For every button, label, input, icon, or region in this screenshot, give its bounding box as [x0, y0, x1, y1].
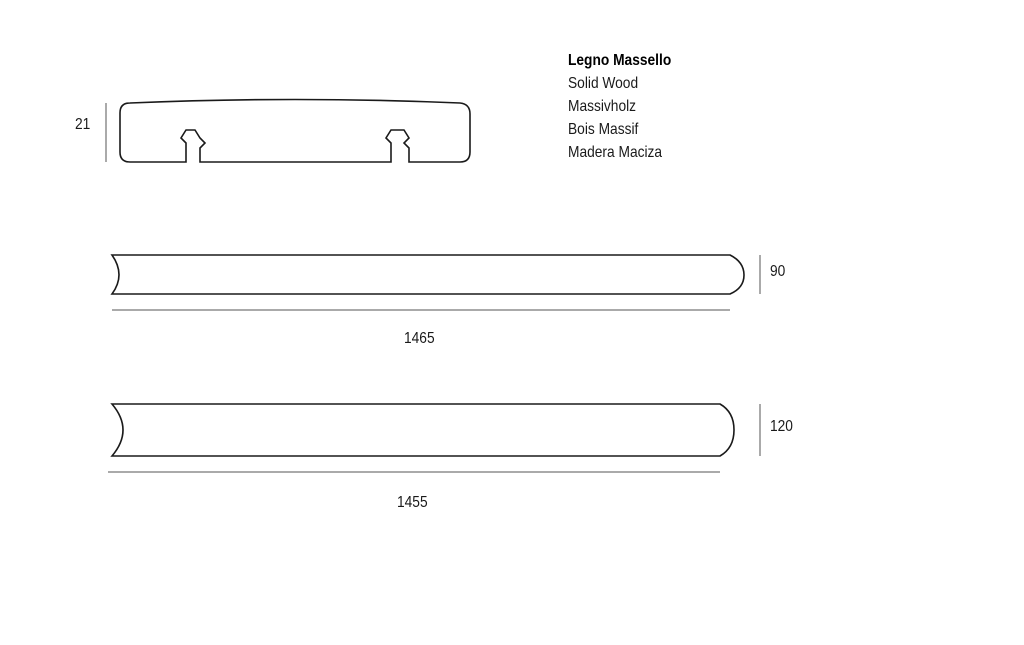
material-translation-es: Madera Maciza [568, 144, 663, 161]
dim-label-thickness: 21 [75, 116, 91, 133]
dim-label-piece-2-length: 1455 [397, 494, 428, 511]
dim-label-piece-1-length: 1465 [404, 330, 435, 347]
piece-2-outline [110, 403, 735, 457]
material-title: Legno Massello [568, 52, 672, 69]
dim-label-piece-1-width: 90 [770, 263, 786, 280]
material-translation-en: Solid Wood [568, 75, 639, 92]
material-translation-de: Massivholz [568, 98, 637, 115]
piece-1-outline [110, 254, 745, 295]
dim-label-piece-2-width: 120 [770, 418, 793, 435]
material-translation-fr: Bois Massif [568, 121, 639, 138]
cross-section-profile [119, 98, 471, 163]
